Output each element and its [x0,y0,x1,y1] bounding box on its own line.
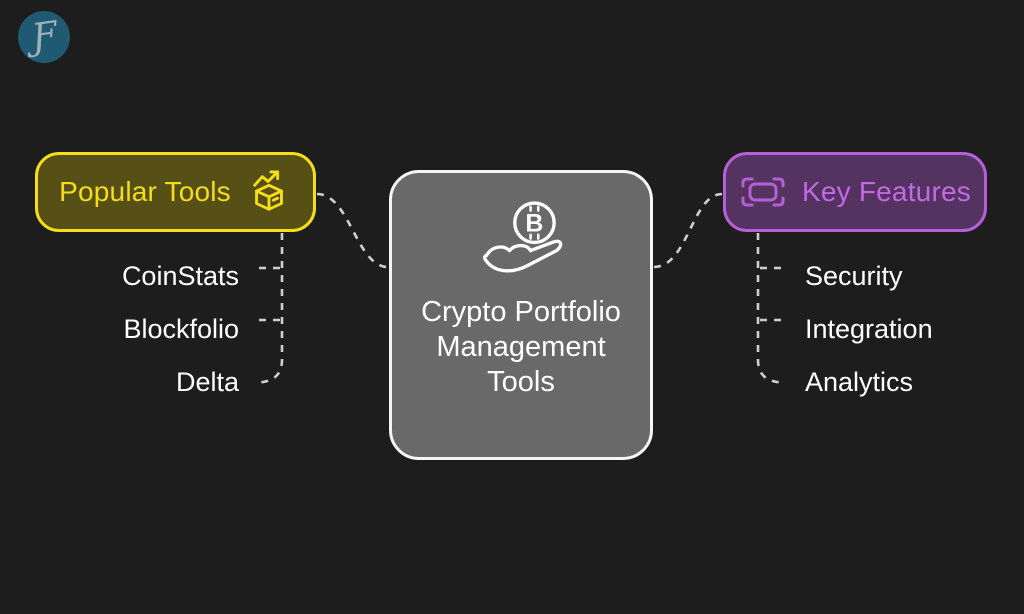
node-popular-tools: Popular Tools [35,152,316,232]
bitcoin-in-hand-icon: B [473,199,569,283]
key-features-label: Key Features [802,176,971,207]
node-center: B Crypto Portfolio Management Tools [389,170,653,460]
leaf-integration: Integration [805,314,933,344]
leaf-coinstats: CoinStats [121,261,239,291]
brand-logo: Ƒ [18,11,70,63]
open-box-trending-up-icon [246,169,292,215]
leaf-security: Security [805,261,903,291]
leaf-delta: Delta [175,367,239,397]
node-key-features: Key Features [723,152,987,232]
brand-logo-glyph: Ƒ [28,14,60,59]
connector-center-to-keyfeatures [653,192,723,269]
bitcoin-letter: B [525,209,543,237]
connector-popular-to-center [316,192,389,269]
leaf-blockfolio: Blockfolio [123,314,239,344]
connector-left-tree-trunk [254,233,284,385]
leaf-analytics: Analytics [805,367,914,397]
center-title: Crypto Portfolio Management Tools [421,296,621,398]
connector-right-tree-trunk [756,233,786,385]
popular-tools-label: Popular Tools [59,176,231,207]
scan-frame-icon [739,174,787,210]
